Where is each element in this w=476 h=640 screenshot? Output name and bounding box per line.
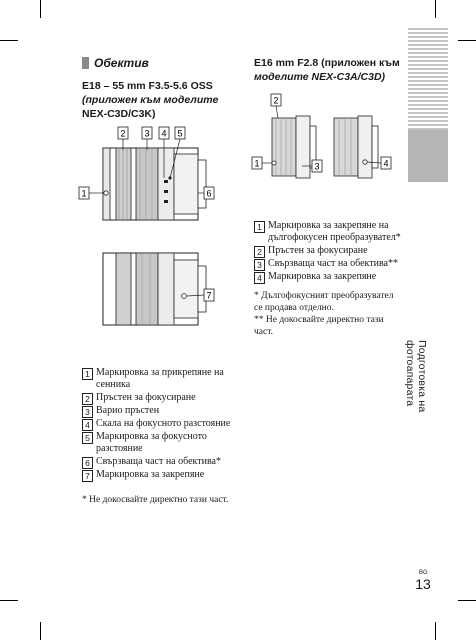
lens2-callout-lines	[262, 105, 382, 167]
lens2-footnote-1: * Дългофокусният преобразувател се прода…	[254, 291, 394, 313]
svg-text:2: 2	[273, 96, 278, 106]
item-text: Маркировка за прикрепяне на сенника	[96, 367, 224, 391]
item-number: 1	[82, 368, 93, 380]
item-number: 7	[82, 469, 93, 482]
svg-text:6: 6	[206, 189, 211, 199]
lens1-footnote: * Не докосвайте директно тази част.	[82, 495, 229, 505]
item-number: 5	[82, 431, 93, 444]
lens1-callout-2: 2	[117, 126, 129, 140]
lens2-callout-2: 2	[270, 93, 282, 107]
svg-text:4: 4	[383, 159, 388, 169]
item-number: 4	[254, 271, 265, 284]
section-marker	[82, 57, 89, 69]
lens2-title-line1: E16 mm F2.8 (приложен към	[254, 57, 400, 69]
item-text: Пръстен за фокусиране	[96, 391, 196, 403]
lens2-heading: E16 mm F2.8 (приложен към моделите NEX-C…	[254, 56, 400, 84]
lens1-callout-3: 3	[141, 126, 153, 140]
lens1-callout-7: 7	[203, 288, 215, 302]
lens1-heading: E18 – 55 mm F3.5-5.6 OSS (приложен към м…	[82, 79, 218, 121]
item-text: Варио пръстен	[96, 404, 160, 416]
page-language: BG	[419, 570, 428, 576]
lens1-title-line1: E18 – 55 mm F3.5-5.6 OSS	[82, 80, 213, 92]
lens2-callout-4: 4	[380, 156, 392, 170]
lens1-diagram: 2 3 4 5 1 6 7	[78, 126, 215, 326]
crop-mark	[40, 622, 41, 640]
lens2-callout-1: 1	[251, 156, 263, 170]
item-text: Свързваща част на обектива**	[268, 257, 398, 269]
svg-text:4: 4	[161, 129, 166, 139]
item-number: 3	[254, 258, 265, 271]
item-number: 1	[254, 221, 265, 233]
crop-mark	[435, 0, 436, 18]
svg-text:1: 1	[254, 159, 259, 169]
lens1-rear-view	[102, 252, 207, 326]
sidebar-stripes	[408, 28, 448, 130]
lens2-footnote-2: ** Не докосвайте директно тази част.	[254, 315, 384, 337]
item-text: Маркировка за закрепяне	[268, 270, 377, 282]
crop-mark	[0, 40, 18, 41]
item-number: 2	[254, 245, 265, 258]
lens1-callout-4: 4	[158, 126, 170, 140]
item-text: Пръстен за фокусиране	[268, 244, 368, 256]
svg-text:1: 1	[81, 189, 86, 199]
crop-mark	[458, 600, 476, 601]
item-text: Скала на фокусното разстояние	[96, 417, 231, 429]
section-title: Обектив	[82, 56, 149, 70]
item-text: Маркировка за фокусното разстояние	[96, 430, 207, 455]
svg-text:2: 2	[120, 129, 125, 139]
lens2-diagram: 2 1 3 4	[251, 93, 392, 179]
lens1-callout-lines	[89, 138, 205, 297]
section-title-text: Обектив	[94, 56, 149, 70]
lens1-callout-6: 6	[203, 186, 215, 200]
lens1-callout-5: 5	[174, 126, 186, 140]
lens2-side-view	[271, 115, 317, 179]
lens2-callout-3: 3	[311, 159, 323, 173]
item-number: 4	[82, 418, 93, 431]
lens2-title-line2: моделите NEX-C3A/C3D)	[254, 71, 386, 83]
crop-mark	[435, 622, 436, 640]
item-number: 2	[82, 392, 93, 405]
lens1-title-line3: NEX-C3D/C3K)	[82, 108, 156, 120]
sidebar-label: Подготовка на фотоапарата	[404, 340, 428, 413]
crop-mark	[40, 0, 41, 18]
lens1-title-line2: (приложен към моделите	[82, 94, 219, 106]
lens1-callout-1: 1	[78, 186, 90, 200]
svg-text:5: 5	[177, 129, 182, 139]
crop-mark	[0, 600, 18, 601]
svg-text:3: 3	[314, 162, 319, 172]
item-number: 6	[82, 456, 93, 469]
svg-text:3: 3	[144, 129, 149, 139]
lens1-side-view	[102, 147, 207, 221]
svg-text:7: 7	[206, 291, 211, 301]
crop-mark	[458, 40, 476, 41]
page-number: 13	[415, 576, 431, 592]
lens2-rear-view	[333, 115, 379, 179]
item-number: 3	[82, 405, 93, 418]
item-text: Свързваща част на обектива*	[96, 455, 221, 467]
item-text: Маркировка за закрепяне	[96, 468, 205, 480]
item-text: Маркировка за закрепяне на дългофокусен …	[268, 220, 401, 244]
sidebar-tab	[408, 130, 448, 182]
